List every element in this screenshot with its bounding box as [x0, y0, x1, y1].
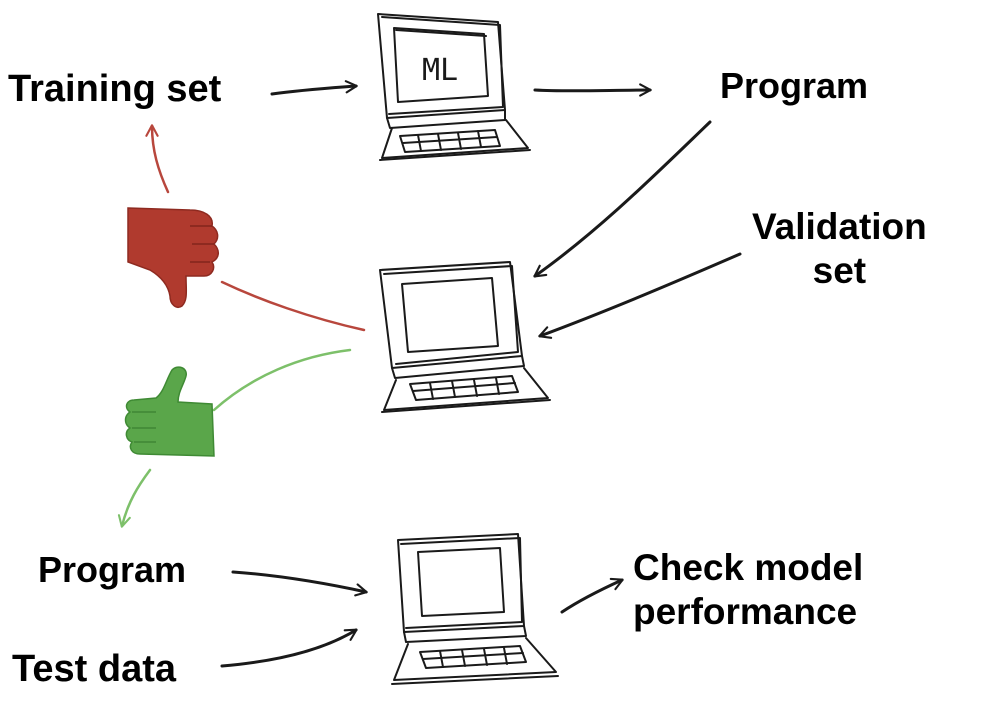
arrow-testdata-to-test-computer	[220, 628, 358, 668]
validation-label-line1: Validation	[752, 206, 927, 247]
arrow-training-to-ml	[270, 80, 358, 96]
arrow-validation-set-to-computer	[538, 252, 742, 339]
computer-icon-middle	[379, 261, 551, 413]
red-line-computer-to-thumbs-down	[220, 280, 366, 332]
check-model-performance-label: Check model performance	[633, 546, 863, 635]
program-label-top: Program	[720, 65, 869, 106]
program-label-bottom: Program	[38, 549, 187, 590]
green-arrow-to-program	[117, 468, 152, 528]
check-label-line1: Check model	[633, 547, 864, 588]
arrow-program-to-validation-computer	[533, 120, 712, 278]
thumbs-down-icon	[127, 207, 219, 308]
thumbs-up-icon	[124, 366, 215, 457]
arrow-program-to-test-computer	[231, 570, 368, 597]
check-label-line2: performance	[633, 591, 858, 633]
computer-icon-top: ML	[377, 13, 531, 161]
arrow-test-computer-to-check	[560, 577, 624, 614]
green-line-computer-to-thumbs-up	[212, 348, 352, 412]
computer-icon-bottom	[391, 533, 559, 685]
red-arrow-to-training-set	[145, 124, 170, 194]
training-set-label: Training set	[8, 68, 222, 110]
validation-label-line2: set	[812, 249, 867, 291]
arrow-ml-to-program	[533, 83, 652, 97]
validation-set-label: Validation set	[752, 205, 927, 292]
test-data-label: Test data	[12, 648, 177, 690]
ml-screen-text: ML	[422, 53, 458, 88]
